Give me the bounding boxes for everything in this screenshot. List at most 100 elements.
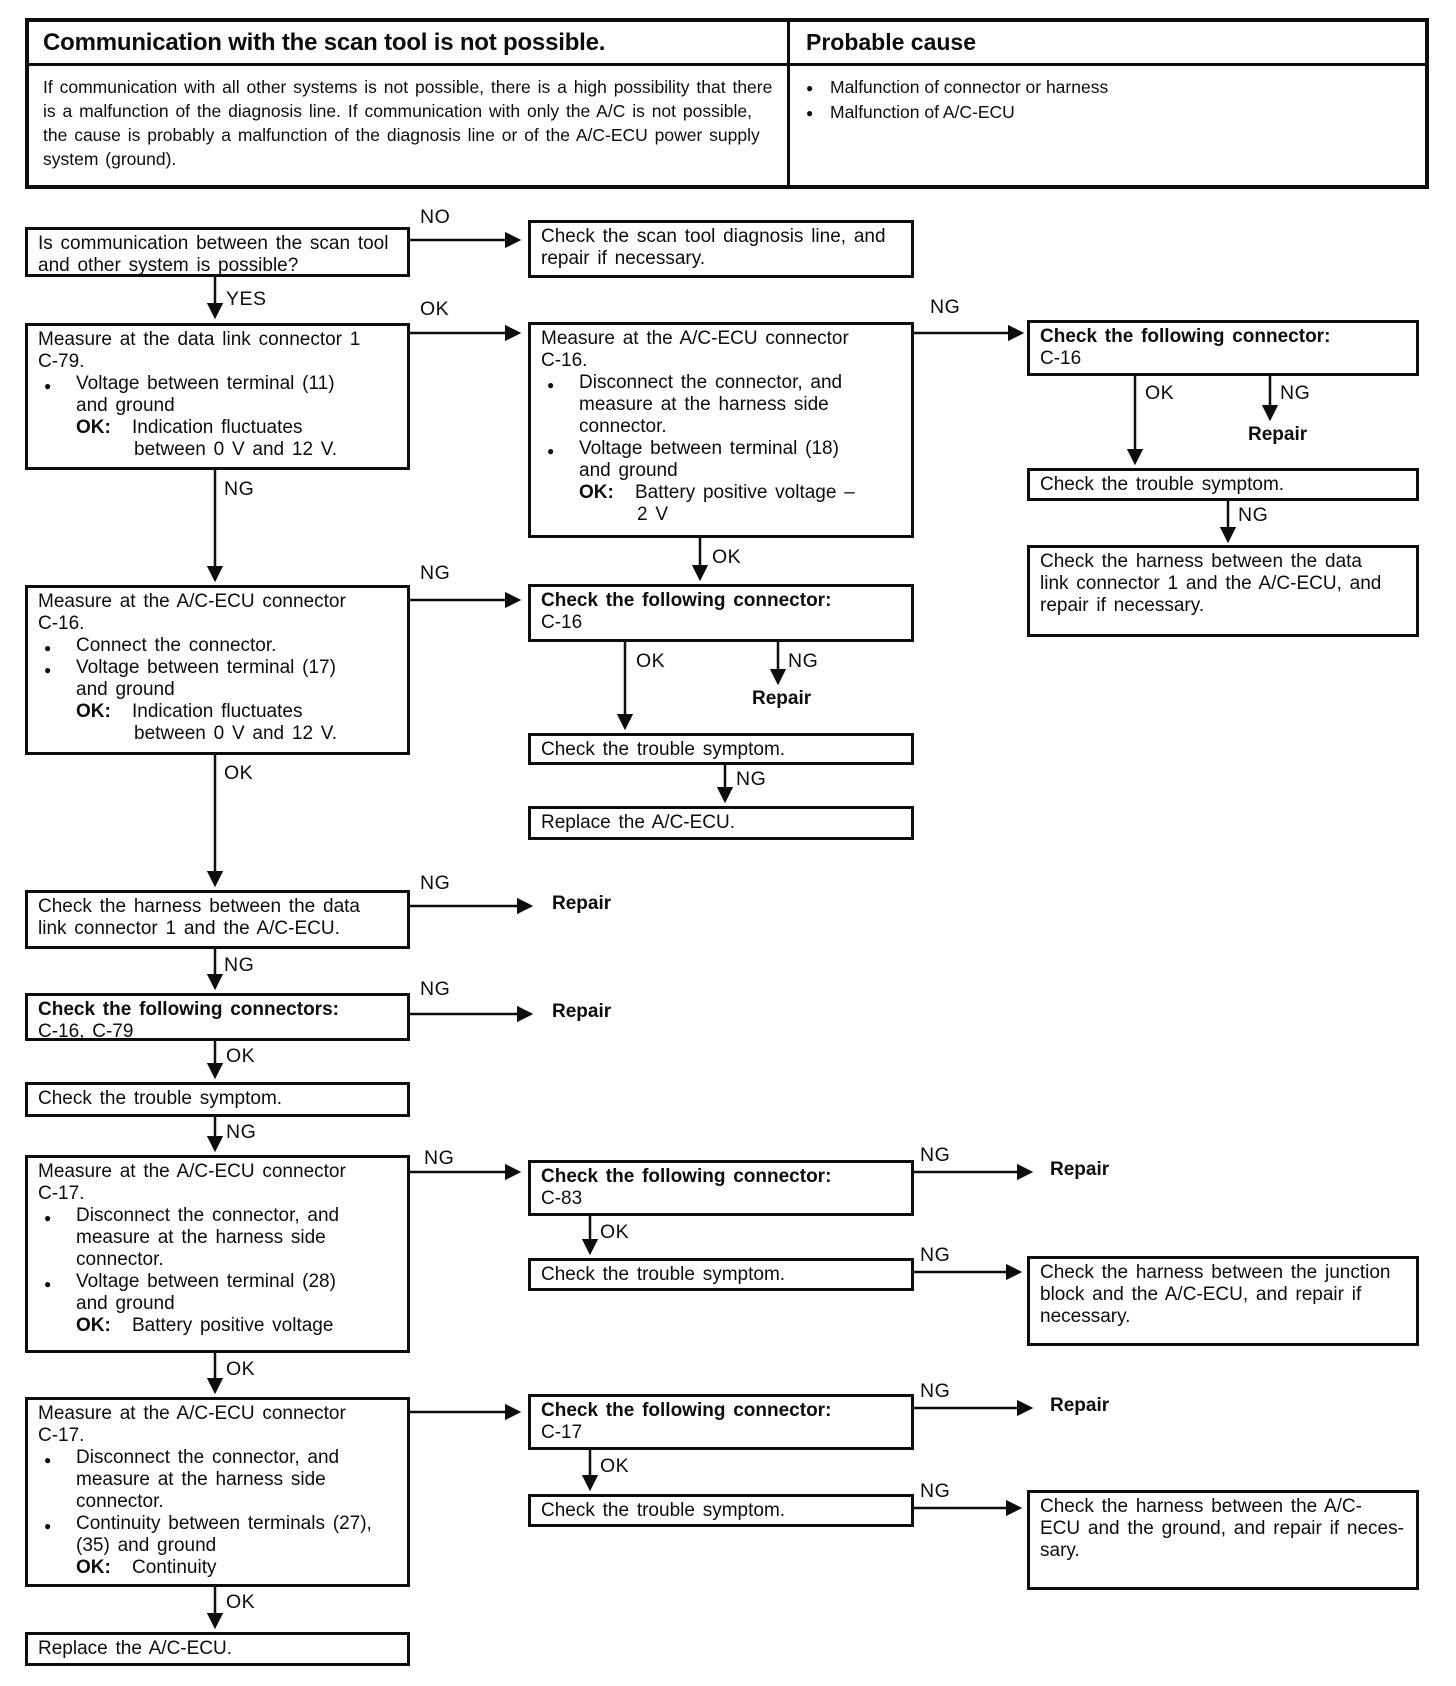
edge-label-ok: OK [600,1455,630,1477]
flow-node-line: Continuity between terminals (27), [28,1513,407,1537]
flow-node-line: Check the scan tool diagnosis line, and [541,226,886,247]
edge-label-ok: OK [226,1045,256,1067]
flow-node-line: and other system is possible? [38,255,299,276]
flow-node-line: C-17. [38,1425,85,1446]
header-table: Communication with the scan tool is not … [25,18,1429,189]
flow-node-line: repair if necessary. [1040,595,1205,616]
flow-node-check-trouble-symptom-mid3: Check the trouble symptom. [528,1494,914,1527]
flow-node-line: Disconnect the connector, and [28,1447,407,1471]
flow-node-line: Check the following connector: [541,1400,832,1421]
symptom-description: If communication with all other systems … [29,66,790,185]
edge-label-ng: NG [1280,382,1311,404]
flow-node-replace-ecu-final: Replace the A/C-ECU. [25,1632,410,1666]
edge-label-ng: NG [920,1144,951,1166]
flow-node-line: C-16. [541,350,588,371]
flow-node-line: Measure at the A/C-ECU connector [38,1161,346,1182]
flow-node-repair-terminal-4: Repair [542,1001,652,1027]
flow-node-line: Repair [752,688,812,709]
flow-node-line: C-83 [541,1188,583,1209]
flow-node-check-connector-c83: Check the following connector:C-83 [528,1160,914,1216]
flow-node-line: link connector 1 and the A/C-ECU, and [1040,573,1382,594]
flow-node-repair-terminal-3: Repair [542,893,652,919]
flow-node-line: connector. [76,1249,164,1270]
edge-label-ok: OK [420,298,450,320]
edge-label-ng: NG [788,650,819,672]
flow-node-line: Replace the A/C-ECU. [541,812,736,833]
flow-node-line: Is communication between the scan tool [38,233,389,254]
edge-label-ng: NG [920,1380,951,1402]
flow-node-measure-c16-connect: Measure at the A/C-ECU connectorC-16.Con… [25,585,410,755]
probable-cause-list: Malfunction of connector or harnessMalfu… [790,66,1425,185]
flow-node-line: Repair [552,893,612,914]
flow-node-line: Check the trouble symptom. [541,1500,786,1521]
edge-label-ok: OK [600,1221,630,1243]
page-title: Communication with the scan tool is not … [29,22,790,63]
flow-node-line: Check the following connectors: [38,999,339,1020]
flow-node-line: C-79. [38,351,85,372]
flow-node-line: ECU and the ground, and repair if neces- [1040,1518,1404,1539]
flow-node-line: C-17 [541,1422,583,1443]
flow-node-replace-ecu-mid: Replace the A/C-ECU. [528,806,914,840]
flow-node-line: sary. [1040,1540,1080,1561]
flow-node-line: Repair [1050,1395,1110,1416]
flow-node-check-connector-c17: Check the following connector:C-17 [528,1394,914,1450]
flow-node-line: Measure at the data link connector 1 [38,329,361,350]
flow-node-line: Connect the connector. [28,635,407,659]
flow-node-measure-c17-continuity: Measure at the A/C-ECU connectorC-17.Dis… [25,1397,410,1587]
edge-label-ok: OK [1145,382,1175,404]
flow-node-line: block and the A/C-ECU, and repair if [1040,1284,1362,1305]
edge-label-ok: OK [636,650,666,672]
edge-label-no: NO [420,206,451,228]
flow-node-line: Repair [1248,424,1308,445]
flow-node-line: OK:Indication fluctuates [76,417,303,438]
edge-label-ng: NG [224,954,255,976]
flow-node-line: Voltage between terminal (18) [531,438,911,462]
edge-label-ng: NG [226,1121,257,1143]
edge-label-ng: NG [1238,504,1269,526]
probable-cause-title: Probable cause [806,29,977,55]
flow-node-line: Check the following connector: [541,590,832,611]
edge-label-ok: OK [712,546,742,568]
flow-node-line: Check the harness between the data [38,896,360,917]
edge-label-ng: NG [420,872,451,894]
flow-node-repair-terminal-1: Repair [1238,424,1348,450]
flow-node-line: OK:Continuity [76,1557,217,1578]
flow-node-check-trouble-symptom-mid: Check the trouble symptom. [528,733,914,765]
flow-node-measure-c17-voltage: Measure at the A/C-ECU connectorC-17.Dis… [25,1155,410,1353]
flow-node-line: between 0 V and 12 V. [134,723,338,744]
edge-label-ok: OK [224,762,254,784]
flow-node-line: link connector 1 and the A/C-ECU. [38,918,340,939]
edge-label-ng: NG [420,562,451,584]
flow-node-line: measure at the harness side [76,1469,326,1490]
ok-condition-label: OK: [579,482,614,503]
flow-node-line: Measure at the A/C-ECU connector [38,591,346,612]
flow-node-line: Check the following connector: [541,1166,832,1187]
ok-condition-label: OK: [76,417,111,438]
flow-node-line: and ground [76,679,175,700]
flow-node-line: C-16 [541,612,583,633]
flow-node-line: Measure at the A/C-ECU connector [38,1403,346,1424]
flow-node-line: Check the trouble symptom. [541,1264,786,1285]
flow-node-line: connector. [579,416,667,437]
flow-node-line: Check the harness between the junction [1040,1262,1391,1283]
flow-node-line: connector. [76,1491,164,1512]
flow-node-repair-terminal-2: Repair [742,688,852,714]
flow-node-check-connector-c16-mid: Check the following connector:C-16 [528,584,914,642]
flow-node-check-trouble-symptom-mid2: Check the trouble symptom. [528,1258,914,1291]
flow-node-repair-terminal-5: Repair [1040,1159,1150,1185]
flow-node-line: measure at the harness side [579,394,829,415]
flow-node-line: Check the harness between the data [1040,551,1362,572]
flow-node-line: OK:Battery positive voltage – [579,482,855,503]
header-body-row: If communication with all other systems … [29,66,1425,185]
flow-node-line: Disconnect the connector, and [28,1205,407,1229]
edge-label-ng: NG [920,1244,951,1266]
edge-label-ng: NG [736,768,767,790]
